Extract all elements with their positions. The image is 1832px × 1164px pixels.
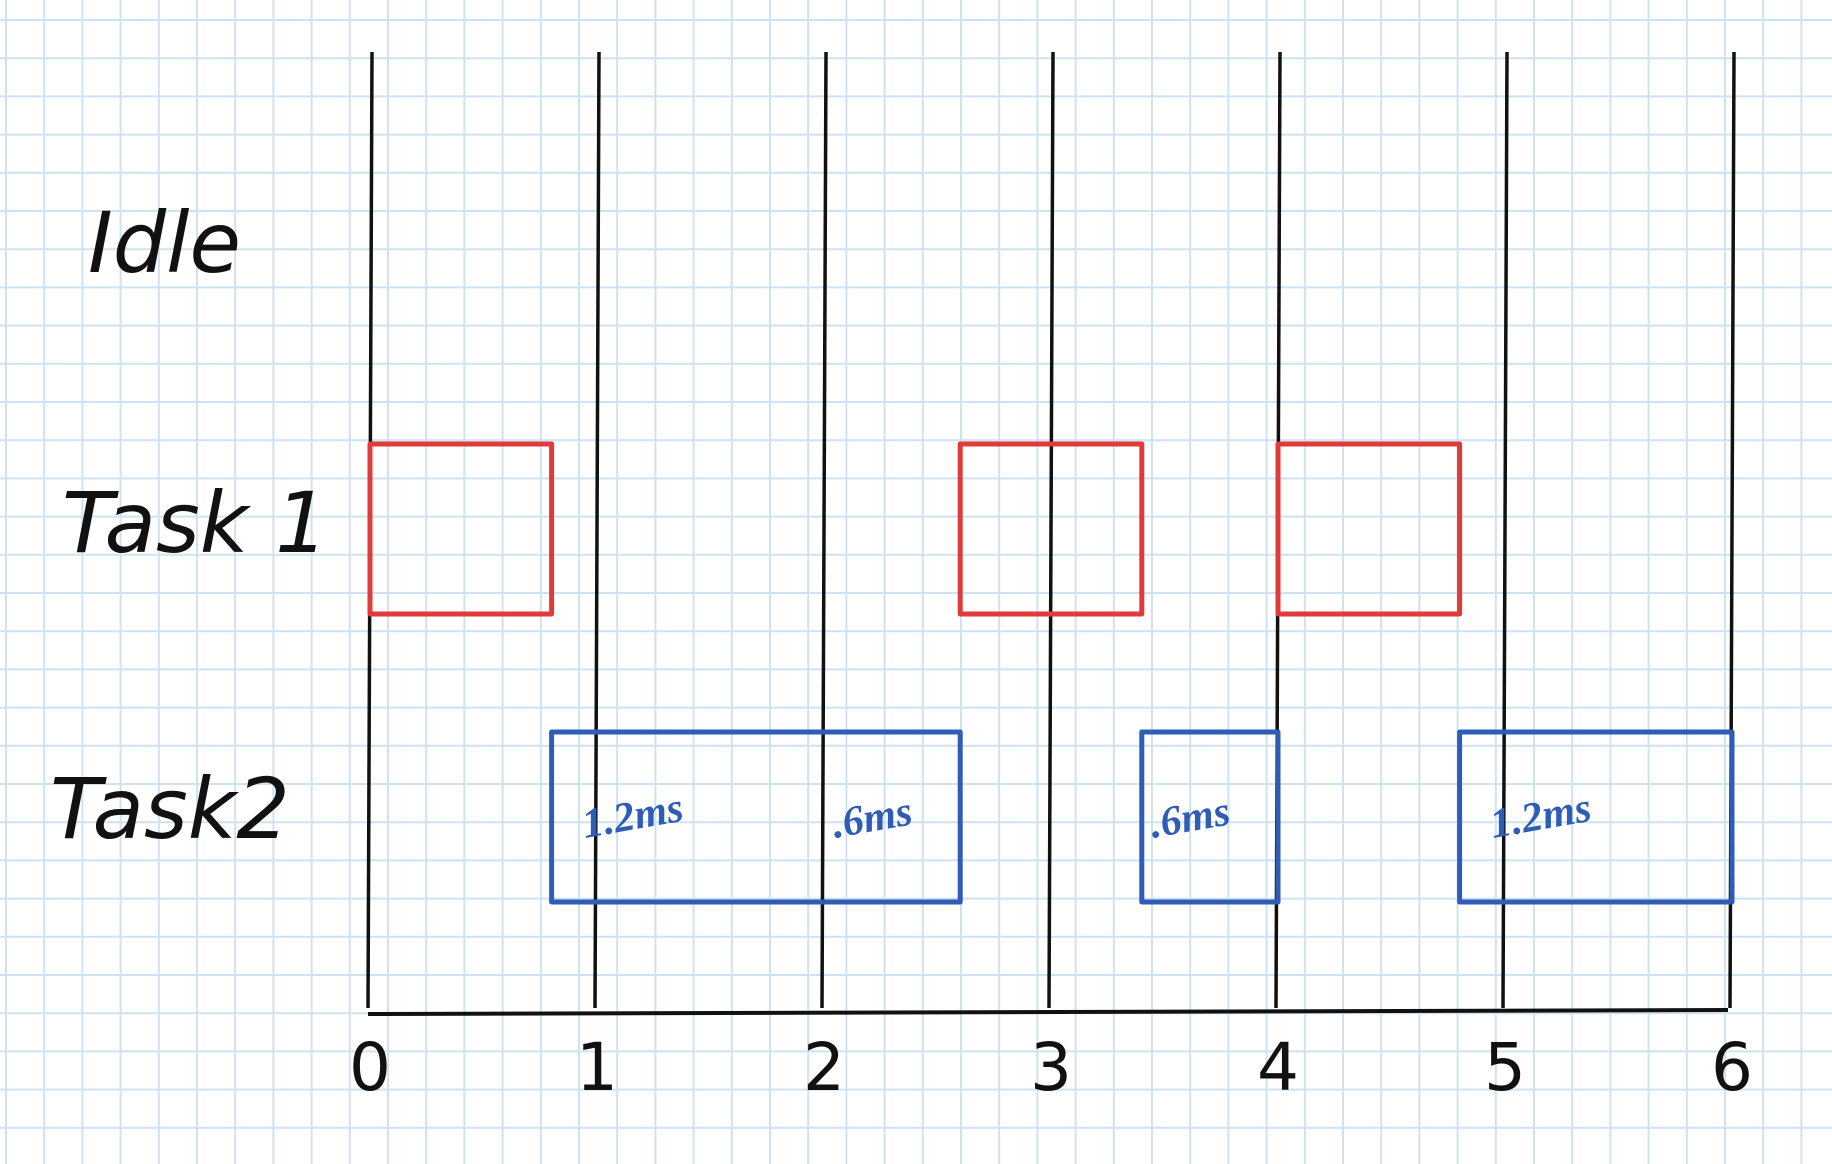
time-tick-labels: 0 1 2 3 4 5 6 [349, 1029, 1753, 1106]
time-gridline-1 [593, 51, 601, 1009]
task2-block-1 [1139, 729, 1281, 905]
task2-blocks [549, 729, 1735, 905]
tick-label-4: 4 [1257, 1029, 1299, 1106]
row-label-task1: Task 1 [62, 474, 329, 572]
time-gridline-2 [820, 51, 828, 1009]
tick-label-0: 0 [349, 1029, 391, 1106]
tick-label-6: 6 [1711, 1029, 1753, 1106]
task1-block-1 [957, 441, 1145, 617]
task1-block-2 [1275, 441, 1463, 617]
task1-block-0 [367, 441, 555, 617]
task2-block-0 [549, 729, 963, 905]
tick-label-5: 5 [1484, 1029, 1526, 1106]
time-gridline-3 [1047, 51, 1055, 1009]
task2-block-2 [1457, 729, 1735, 905]
tick-label-2: 2 [803, 1029, 845, 1106]
tick-label-3: 3 [1030, 1029, 1072, 1106]
row-label-idle: Idle [88, 194, 241, 292]
time-axis [367, 1008, 1729, 1016]
tick-label-1: 1 [576, 1029, 618, 1106]
time-gridline-5 [1501, 51, 1509, 1009]
task1-blocks [367, 441, 1463, 617]
row-label-task2: Task2 [50, 760, 290, 858]
